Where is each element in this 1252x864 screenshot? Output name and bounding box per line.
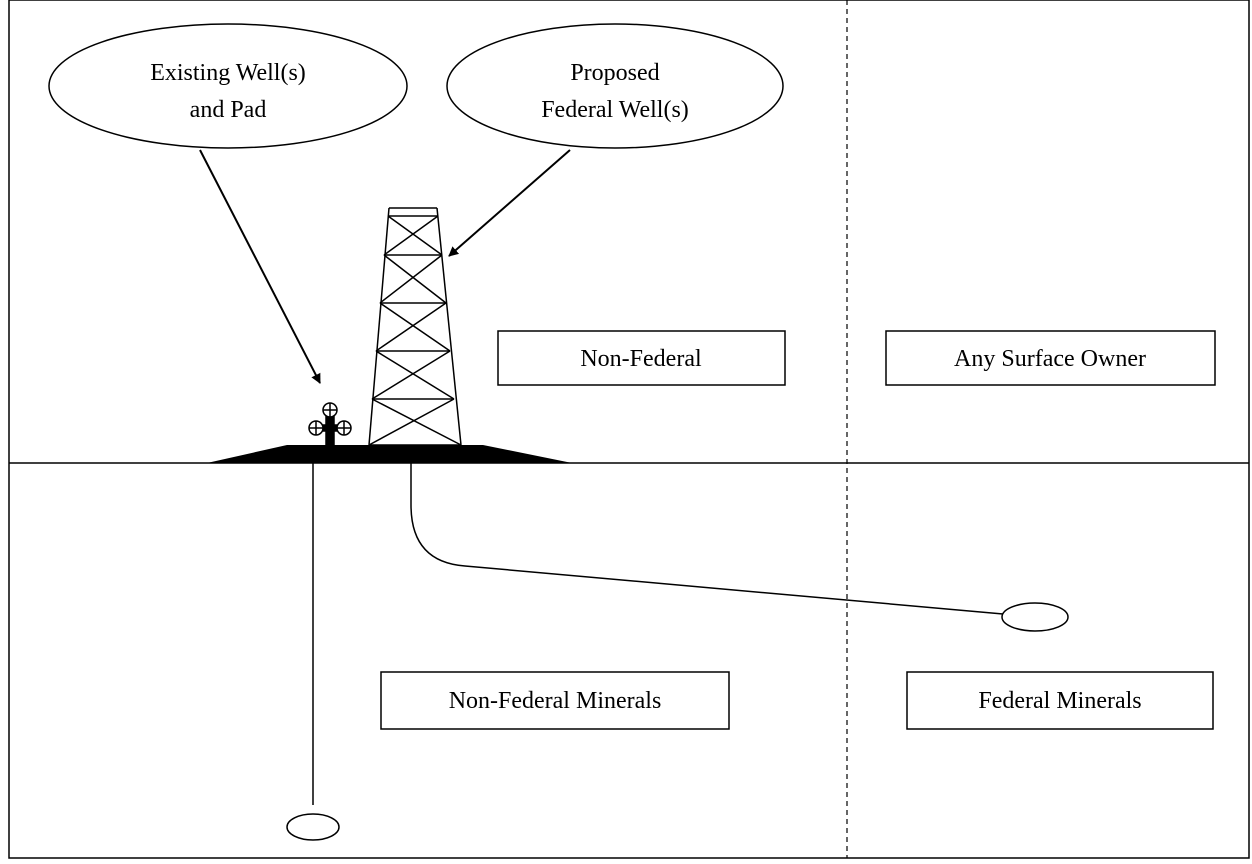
proposed-well-callout-line1: Proposed [570, 60, 659, 86]
proposed-well-callout [446, 23, 784, 149]
federal-minerals-label: Federal Minerals [978, 688, 1141, 714]
existing-well-callout [48, 23, 408, 149]
any-surface-owner-label: Any Surface Owner [954, 346, 1146, 372]
existing-well-target [286, 813, 340, 841]
existing-well-arrow [199, 149, 321, 384]
wellhead-icon [308, 402, 352, 447]
proposed-well-arrow [448, 149, 571, 257]
well-pad [207, 445, 572, 463]
proposed-well-callout-line2: Federal Well(s) [541, 97, 689, 123]
proposed-well-target [1001, 602, 1069, 632]
drilling-rig-icon [368, 207, 462, 446]
proposed-wellbore [410, 463, 1004, 615]
non-federal-minerals-label-box [380, 671, 730, 730]
existing-well-callout-line1: Existing Well(s) [150, 60, 306, 86]
federal-minerals-label-box [906, 671, 1214, 730]
non-federal-label-box [497, 330, 786, 386]
diagram-frame [8, 0, 1250, 859]
existing-well-callout-line2: and Pad [190, 97, 267, 123]
any-surface-owner-label-box [885, 330, 1216, 386]
non-federal-label: Non-Federal [580, 346, 702, 372]
non-federal-minerals-label: Non-Federal Minerals [449, 688, 662, 714]
